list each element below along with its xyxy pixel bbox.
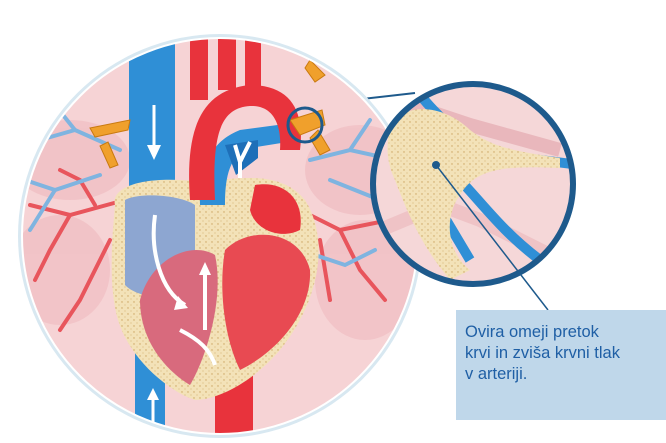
caption-text: Ovira omeji pretok krvi in zviša krvni t…	[465, 322, 665, 385]
caption-line-3: v arteriji.	[465, 364, 665, 385]
caption-line-1: Ovira omeji pretok	[465, 322, 665, 343]
caption-line-2: krvi in zviša krvni tlak	[465, 343, 665, 364]
